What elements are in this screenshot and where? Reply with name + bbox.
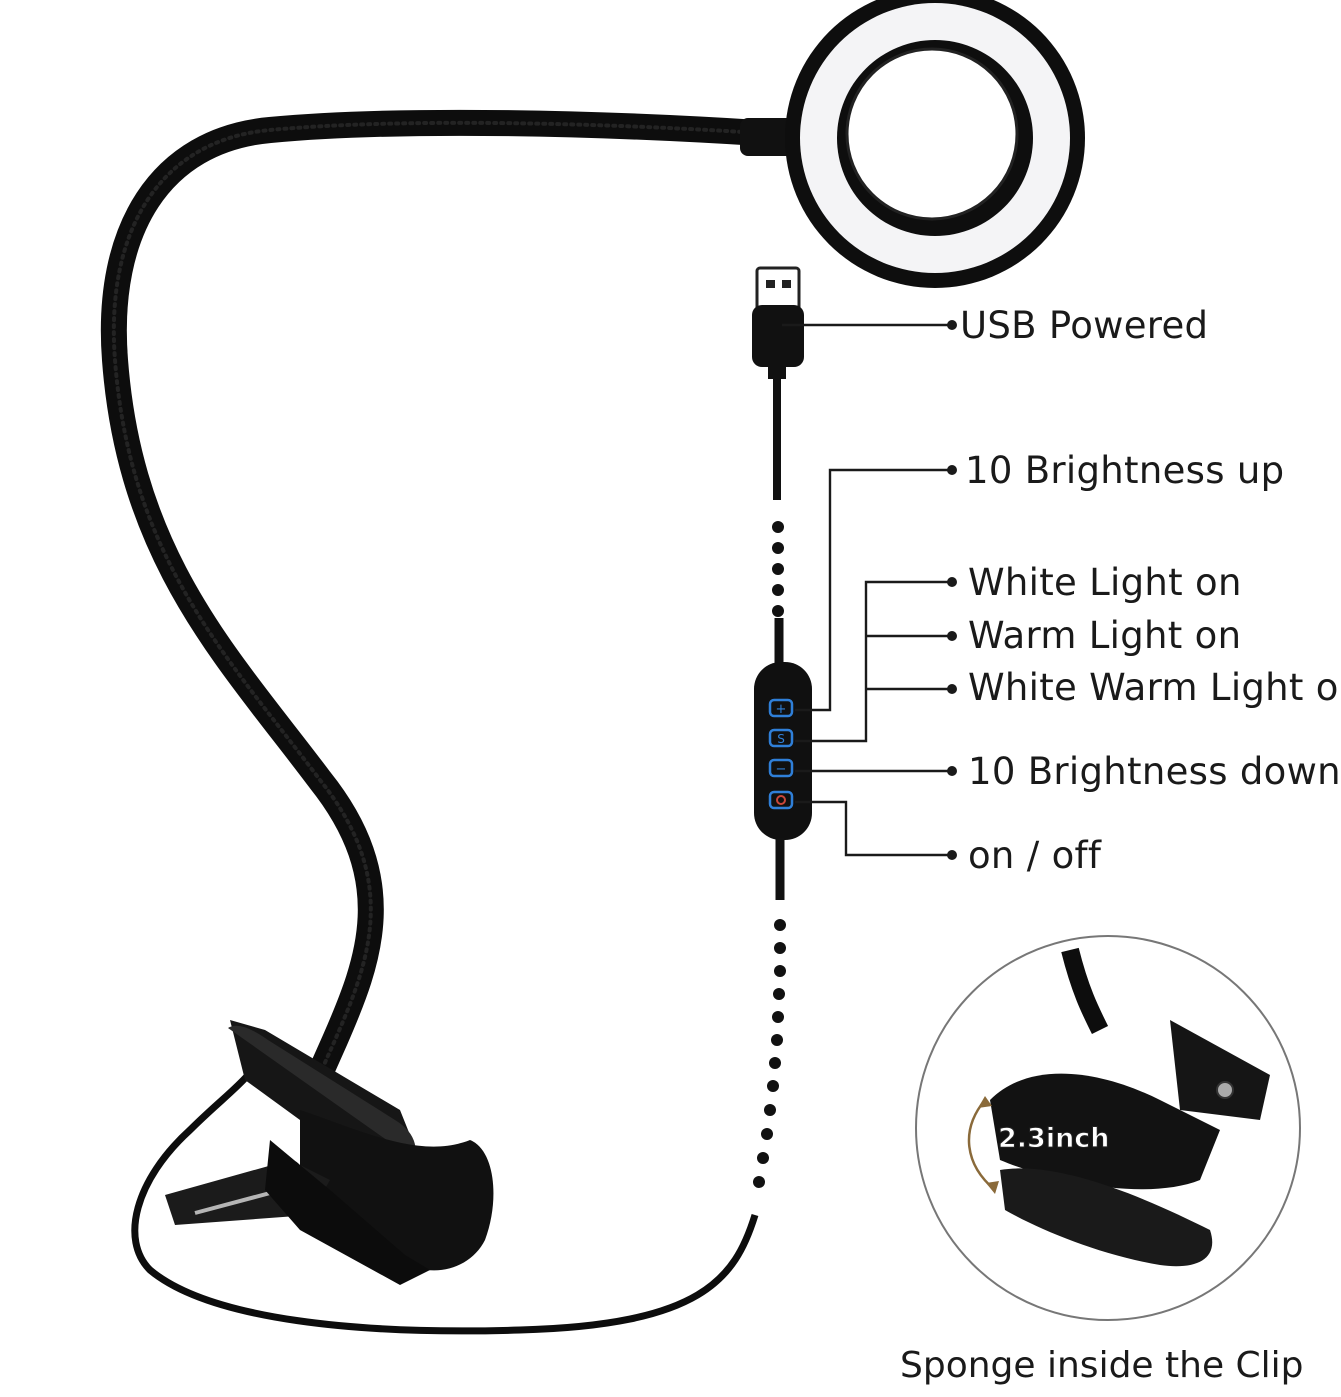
clip-dimension-label: 2.3inch <box>998 1123 1111 1154</box>
dotted-cable-bottom <box>753 919 786 1188</box>
ring-light-head <box>785 0 1085 288</box>
white-light-label: White Light on <box>968 561 1242 604</box>
brightness-up-label: 10 Brightness up <box>965 449 1285 492</box>
power-cable <box>131 1072 759 1335</box>
svg-text:−: − <box>776 762 787 777</box>
clip-base <box>165 1020 494 1285</box>
leader-lines <box>782 323 952 857</box>
sponge-caption: Sponge inside the Clip <box>900 1345 1304 1386</box>
usb-plug <box>752 266 804 500</box>
svg-text:S: S <box>777 732 785 746</box>
svg-text:+: + <box>776 702 787 717</box>
dotted-cable-top <box>772 521 784 617</box>
leader-dots <box>947 320 957 860</box>
on-off-label: on / off <box>968 834 1102 877</box>
gooseneck-arm <box>100 109 803 1098</box>
warm-light-label: Warm Light on <box>968 614 1242 657</box>
white-warm-light-label: White Warm Light on <box>968 666 1341 709</box>
usb-powered-label: USB Powered <box>960 304 1209 347</box>
inline-controller: + S − <box>754 662 812 840</box>
brightness-down-label: 10 Brightness down <box>968 750 1341 793</box>
clip-detail-inset <box>915 935 1301 1321</box>
